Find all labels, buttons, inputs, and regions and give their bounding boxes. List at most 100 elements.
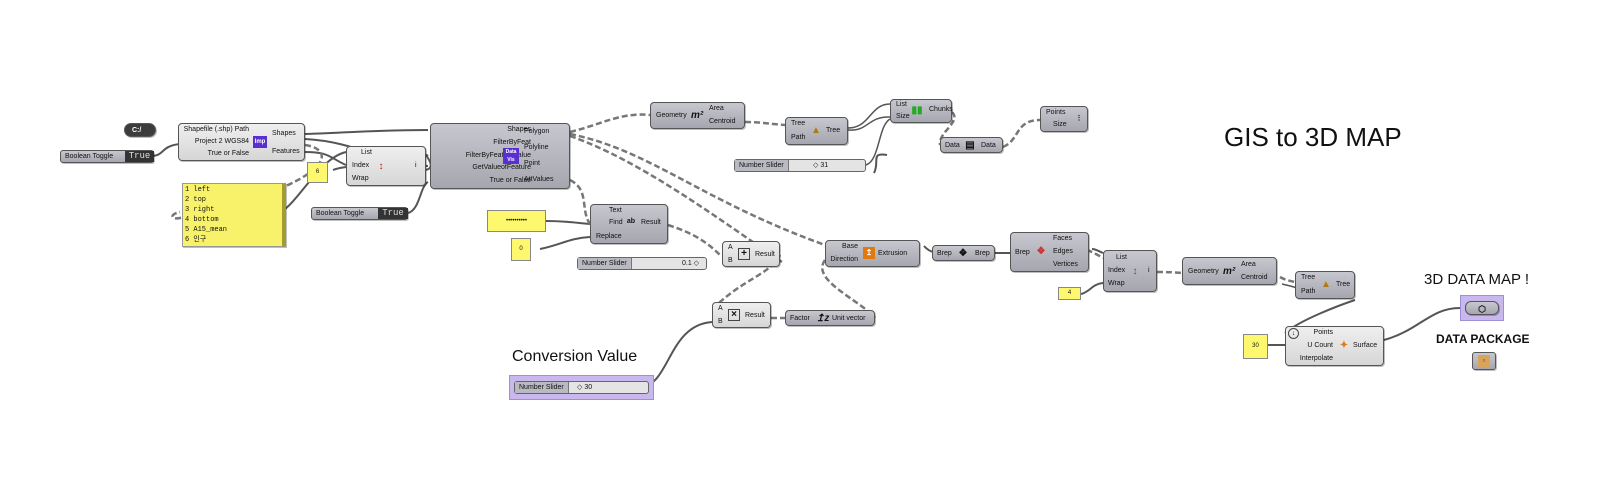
- 3d-data-map-label: 3D DATA MAP !: [1424, 271, 1530, 288]
- wire: [873, 153, 888, 174]
- toggle-value[interactable]: True: [378, 208, 408, 219]
- toggle-value[interactable]: True: [125, 151, 154, 162]
- output-label: Tree: [1336, 281, 1351, 288]
- output-label: Brep: [975, 250, 990, 257]
- area-component[interactable]: Geometry m² Area Centroid: [1182, 257, 1277, 285]
- package-icon: ▫: [1478, 355, 1490, 367]
- wire: [711, 254, 782, 311]
- data-vis-icon: Data Vis: [503, 148, 519, 164]
- boolean-toggle[interactable]: Boolean Toggle True: [60, 150, 154, 163]
- input-label: Wrap: [352, 175, 369, 182]
- brep-param[interactable]: Brep ❖ Brep: [932, 245, 995, 261]
- slider-label: Number Slider: [515, 382, 569, 393]
- toggle-label: Boolean Toggle: [316, 210, 365, 217]
- data-package-param[interactable]: ▫: [1472, 352, 1496, 370]
- input-label: Tree: [1301, 274, 1316, 281]
- output-label: Chunks: [929, 106, 953, 113]
- slider-label: Number Slider: [735, 160, 789, 171]
- import-icon: Imp: [253, 136, 267, 148]
- number-param[interactable]: 30: [1243, 334, 1268, 359]
- output-label: Faces: [1053, 235, 1073, 242]
- area-component[interactable]: Geometry m² Area Centroid: [650, 102, 745, 129]
- input-label: U Count: [1307, 342, 1333, 349]
- unit-vector-component[interactable]: Factor ↥z Unit vector: [785, 310, 875, 326]
- extrude-icon: ↥: [863, 247, 875, 259]
- input-label: Project 2 WGS84: [194, 138, 249, 145]
- slider-value[interactable]: 0.1 ◇: [682, 260, 700, 267]
- points-icon: ⋮: [1075, 115, 1083, 122]
- output-label: Polyline: [524, 144, 549, 151]
- text-panel[interactable]: 1 left 2 top 3 right 4 bottom 5 A15_mean…: [182, 183, 286, 247]
- output-label: Centroid: [1241, 274, 1268, 281]
- surface-icon: ✦: [1339, 340, 1349, 351]
- area-icon: m²: [1223, 266, 1236, 277]
- replace-icon: ab: [626, 218, 636, 225]
- conversion-value-label: Conversion Value: [512, 348, 638, 365]
- wire: [667, 223, 721, 256]
- geometry-icon: ⬡: [1478, 304, 1486, 314]
- find-text-param[interactable]: ••••••••••: [487, 210, 546, 232]
- input-label: Points: [1046, 109, 1066, 116]
- number-param[interactable]: 0: [511, 238, 531, 261]
- area-icon: m²: [691, 110, 704, 121]
- number-slider[interactable]: Number Slider ◇ 31: [734, 159, 866, 172]
- wire: [938, 111, 956, 146]
- wire: [865, 118, 891, 166]
- filter-features-component[interactable]: Shapes FilterByFeat FilterByFeatureValue…: [430, 123, 570, 189]
- tree-branch-component[interactable]: Tree Path ▲ Tree: [785, 117, 848, 145]
- output-label: Vertices: [1053, 261, 1078, 268]
- deconstruct-brep-component[interactable]: Brep ❖ Faces Edges Vertices: [1010, 232, 1089, 272]
- slider-value[interactable]: ◇ 31: [813, 162, 829, 169]
- tree-branch-component[interactable]: Tree Path ▲ Tree: [1295, 271, 1355, 299]
- output-label: Result: [755, 251, 775, 258]
- input-label: True or False: [207, 150, 249, 157]
- output-label: i: [415, 162, 417, 169]
- wire: [304, 151, 347, 166]
- slider-value[interactable]: ◇ 30: [577, 384, 593, 391]
- output-label: Point: [524, 160, 540, 167]
- number-slider[interactable]: Number Slider ◇ 30: [514, 381, 649, 394]
- graft-icon: ↓: [1288, 328, 1299, 339]
- output-label: i: [1148, 267, 1150, 274]
- wire: [847, 103, 891, 129]
- wire: [150, 143, 181, 157]
- input-label: Path: [1301, 288, 1316, 295]
- input-label: Factor: [790, 315, 810, 322]
- wire: [332, 166, 347, 171]
- list-item-component[interactable]: List Index Wrap ↕ i: [1103, 250, 1157, 292]
- extrude-component[interactable]: Base Direction ↥ Extrusion: [825, 240, 920, 267]
- panel-line: 1 left: [185, 186, 211, 194]
- input-label: Size: [896, 113, 910, 120]
- input-label: Size: [1053, 121, 1067, 128]
- text-replace-component[interactable]: Text Find Replace ab Result: [590, 204, 668, 244]
- split-list-component[interactable]: List Size ▮▮ Chunks: [890, 99, 953, 123]
- surface-from-points-component[interactable]: ↓ Points U Count Interpolate ✦ Surface: [1285, 326, 1384, 366]
- number-slider[interactable]: Number Slider 0.1 ◇: [577, 257, 707, 270]
- boolean-toggle[interactable]: Boolean Toggle True: [311, 207, 408, 220]
- panel-line: 6 인구: [185, 236, 207, 244]
- output-label: Unit vector: [832, 315, 866, 322]
- brep-icon: ❖: [958, 248, 968, 259]
- addition-component[interactable]: A B + Result: [722, 241, 780, 267]
- input-label: Wrap: [1108, 280, 1125, 287]
- geometry-output-param[interactable]: ⬡: [1465, 301, 1499, 315]
- number-param[interactable]: 6: [307, 162, 328, 183]
- shapefile-import-component[interactable]: Shapefile (.shp) Path Project 2 WGS84 Tr…: [178, 123, 305, 161]
- data-component[interactable]: Data ▤ Data: [940, 137, 1003, 153]
- plus-icon: +: [738, 248, 750, 260]
- output-label: Area: [709, 105, 724, 112]
- output-label: Features: [272, 148, 300, 155]
- input-label: B: [718, 318, 723, 325]
- output-label: Result: [745, 312, 765, 319]
- number-param[interactable]: 4: [1058, 287, 1081, 300]
- input-label: List: [1116, 254, 1127, 261]
- multiplication-component[interactable]: A B × Result: [712, 302, 771, 328]
- wire: [1156, 270, 1183, 275]
- input-label: List: [361, 149, 372, 156]
- input-label: Data: [945, 142, 960, 149]
- data-package-label: DATA PACKAGE: [1436, 332, 1530, 346]
- path-param[interactable]: C:/: [124, 123, 156, 137]
- output-label: Tree: [826, 127, 841, 134]
- list-item-component[interactable]: List Index Wrap ↕ i: [346, 146, 426, 186]
- points-component[interactable]: Points Size ⋮: [1040, 106, 1088, 132]
